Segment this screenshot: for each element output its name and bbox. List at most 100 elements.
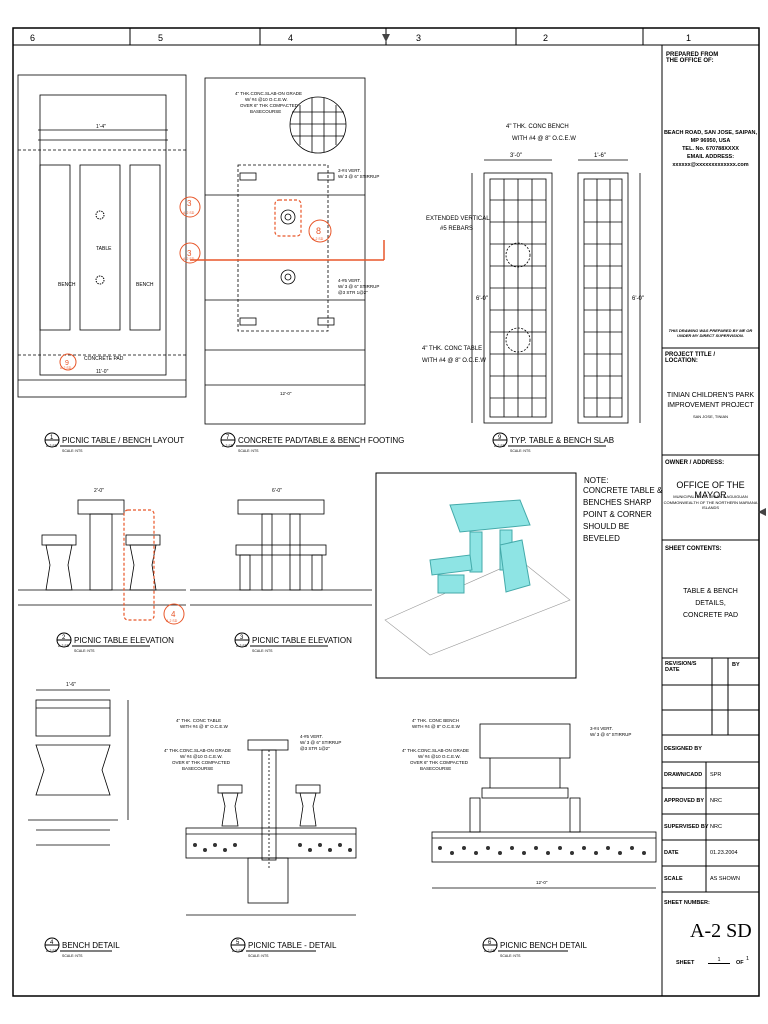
of-label: OF	[736, 960, 744, 966]
dim-12-0: 12'-0"	[280, 391, 292, 396]
supervised-value: NRC	[710, 824, 722, 830]
callout-8-box	[274, 199, 302, 237]
grid-column-marks	[129, 28, 644, 45]
view-4-title: BENCH DETAIL	[62, 941, 120, 950]
view-7-scale: SCALE: NTS	[238, 449, 259, 453]
callout-4: 4	[171, 610, 176, 619]
contents-label: SHEET CONTENTS:	[665, 546, 722, 552]
side-arrow-icon	[758, 508, 766, 516]
callout-9-bubble	[59, 353, 77, 371]
title-block-frame	[661, 45, 759, 996]
label-bench-left: BENCH	[58, 282, 76, 288]
view-1-title-block: 1 A-2 SD PICNIC TABLE / BENCH LAYOUT SCA…	[44, 432, 184, 453]
label-concrete-pad: CONCRETE PAD	[84, 356, 124, 362]
callout-3a-bubble	[179, 196, 201, 218]
view-6-number: 6	[488, 940, 492, 946]
view-1-layout-plan	[17, 74, 187, 398]
project-label: PROJECT TITLE / LOCATION:	[665, 352, 716, 364]
owner-sub-2: COMMONWEALTH OF THE NORTHERN MARIANA ISL…	[663, 500, 758, 510]
dim-1-4: 1'-4"	[96, 124, 106, 130]
view-9-title-block: 9 A-2 SD TYP. TABLE & BENCH SLAB SCALE: …	[492, 432, 614, 453]
view-7-number: 7	[226, 435, 230, 441]
note-5-slab-2: W/ #4 @10 O.C.E.W.	[180, 754, 223, 759]
project-title-1: TINIAN CHILDREN'S PARK	[666, 392, 755, 399]
dim-6-0-c: 6'-0"	[272, 488, 282, 494]
view-5-number: 5	[236, 940, 240, 946]
note-6-bench-2: WITH #4 @ 8" O.C.E.W	[412, 724, 461, 729]
view-2-title: PICNIC TABLE ELEVATION	[74, 636, 174, 645]
note-conc-bench-1: 4" THK. CONC BENCH	[506, 124, 569, 130]
note-block: NOTE:	[584, 476, 608, 485]
view-1-ref: A-2 SD	[46, 444, 58, 448]
note-5-vert-1: 4-#5 VERT.	[300, 734, 323, 739]
view-5-ref: A-2 SD	[232, 949, 244, 953]
grid-col-5: 5	[158, 33, 163, 43]
note-conc-bench-2: WITH #4 @ 8" O.C.E.W	[512, 136, 576, 142]
callout-8-bubble	[308, 219, 332, 243]
callout-4-box	[123, 509, 155, 621]
callout-8-ref: A-2 SD	[312, 237, 324, 241]
view-9-ref: A-2 SD	[494, 444, 506, 448]
render-3d-view	[375, 472, 577, 679]
view-3-elevation	[190, 499, 372, 606]
view-5-table-detail	[185, 739, 357, 916]
view-6-title-block: 6 A-2 SD PICNIC BENCH DETAIL SCALE: NTS	[482, 937, 588, 958]
date-label: DATE	[664, 850, 679, 856]
callout-3b-ref: A-2 SD	[183, 257, 195, 261]
address-line-2: MP 96950, USA	[690, 138, 731, 144]
view-5-scale: SCALE: NTS	[248, 954, 269, 958]
dim-1-6-b: 1'-6"	[66, 682, 76, 688]
view-1-scale: SCALE: NTS	[62, 449, 83, 453]
owner-name: OFFICE OF THE MAYOR	[676, 480, 745, 500]
view-3-number: 3	[240, 635, 244, 641]
view-9-number: 9	[498, 435, 502, 441]
sheet-number: A-2 SD	[690, 920, 752, 942]
view-6-scale: SCALE: NTS	[500, 954, 521, 958]
note-6-vert-2: W/ 3 @ 6" STIRRUP	[590, 732, 631, 737]
scale-label: SCALE	[664, 876, 683, 882]
grid-col-2: 2	[543, 33, 548, 43]
date-value: 01.23.2004	[710, 850, 738, 856]
address-line-3: TEL. No. 670788XXXX	[682, 146, 739, 152]
dim-1-6: 1'-6"	[594, 153, 606, 159]
view-9-scale: SCALE: NTS	[510, 449, 531, 453]
view-2-elevation	[18, 499, 186, 606]
callout-8: 8	[316, 226, 321, 236]
callout-4-bubble	[163, 603, 185, 625]
grid-col-4: 4	[288, 33, 293, 43]
project-title-2: IMPROVEMENT PROJECT	[667, 402, 754, 409]
view-1-title: PICNIC TABLE / BENCH LAYOUT	[62, 436, 184, 445]
dim-3-0: 3'-0"	[510, 153, 522, 159]
owner-sub-1: MUNICIPALITY OF TINIAN & AGUIGUAN	[673, 494, 748, 499]
note-5-slab-4: BASECOURSE	[182, 766, 213, 771]
callout-3b: 3	[187, 249, 192, 258]
note-slab-2: W/ #4 @10 O.C.E.W.	[245, 97, 288, 102]
view-4-scale: SCALE: NTS	[62, 954, 83, 958]
label-table: TABLE	[96, 246, 112, 252]
supervised-label: SUPERVISED BY	[664, 824, 709, 830]
hole-marks-view-1	[95, 210, 105, 285]
view-6-ref: A-2 SD	[484, 949, 496, 953]
sheet-index: 1	[708, 957, 730, 964]
contents-3: CONCRETE PAD	[682, 612, 739, 619]
drawn-value: SPR	[710, 772, 722, 778]
address-line-1: BEACH ROAD, SAN JOSE, SAIPAN,	[663, 130, 758, 136]
note-body: CONCRETE TABLE & BENCHES SHARP POINT & C…	[583, 486, 663, 543]
contents-1: TABLE & BENCH	[683, 588, 738, 595]
note-title: NOTE:	[584, 476, 608, 485]
scale-value: AS SHOWN	[710, 876, 740, 882]
note-5-table-1: 4" THK. CONC TABLE	[176, 718, 221, 723]
note-slab-4: BASECOURSE	[250, 109, 281, 114]
sheet-label: SHEET	[676, 960, 695, 966]
note-6-vert-1: 3-#4 VERT.	[590, 726, 613, 731]
view-1-number: 1	[50, 435, 54, 441]
view-4-number: 4	[50, 940, 54, 946]
project-location: SAN JOSE, TINIAN	[692, 414, 729, 419]
note-vert2-3: @3 STR 1@2"	[338, 290, 368, 295]
note-6-slab-2: W/ #4 @10 O.C.E.W.	[418, 754, 461, 759]
grid-col-1: 1	[686, 33, 691, 43]
view-2-number: 2	[62, 635, 66, 641]
approved-label: APPROVED BY	[664, 798, 705, 804]
view-6-title: PICNIC BENCH DETAIL	[500, 941, 588, 950]
prepared-label: PREPARED FROM THE OFFICE OF:	[666, 52, 719, 64]
